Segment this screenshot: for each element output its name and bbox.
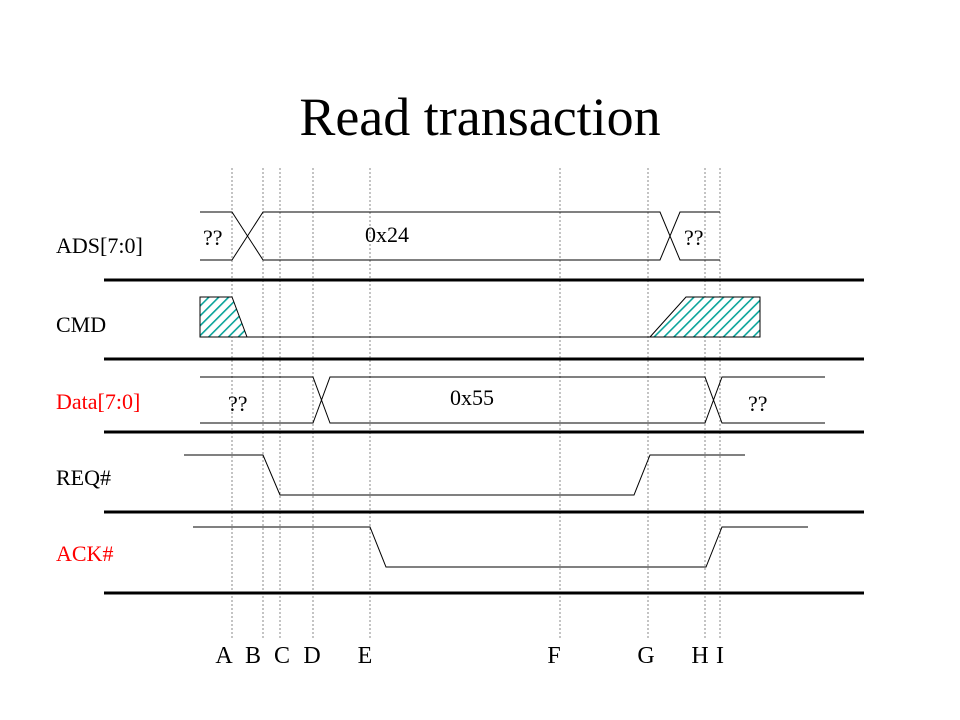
req-waveform [184,454,745,496]
marker-a: A [215,643,233,669]
ads-value-after: ?? [684,225,704,250]
marker-lines [231,168,721,640]
marker-c: C [274,643,290,669]
slide-title: Read transaction [299,87,661,147]
data-value: 0x55 [450,385,494,410]
signal-label-req: REQ# [56,465,111,490]
ads-waveform [200,211,720,261]
cmd-hatch-end [648,296,761,338]
marker-i: I [716,643,724,669]
signal-label-ads: ADS[7:0] [56,233,143,258]
data-value-before: ?? [228,391,248,416]
signal-label-cmd: CMD [56,312,106,337]
data-waveform [200,376,825,424]
ack-waveform [193,526,808,568]
marker-e: E [358,643,373,669]
marker-d: D [303,643,320,669]
marker-g: G [637,643,654,669]
marker-h: H [691,643,708,669]
data-value-after: ?? [748,391,768,416]
ads-value-before: ?? [203,225,223,250]
row-separators [104,278,864,595]
ads-value: 0x24 [365,222,409,247]
marker-f: F [547,643,560,669]
time-markers: A B C D E F G H I [215,643,724,669]
marker-b: B [245,643,261,669]
signal-label-ack: ACK# [56,541,113,566]
signal-label-data: Data[7:0] [56,389,140,414]
cmd-waveform [199,296,761,338]
cmd-hatch-start [199,296,248,338]
